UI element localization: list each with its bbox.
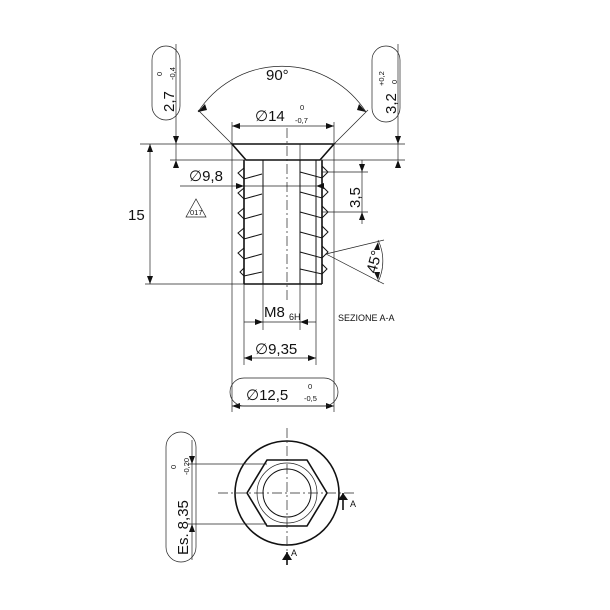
section-marker-right: A	[338, 493, 356, 510]
head-diameter-tol-upper: 0	[300, 103, 304, 112]
svg-text:Es.8,35: Es. 8,35	[175, 500, 192, 555]
outer-diameter-dimension: ∅12,5 0 -0,5	[229, 144, 339, 412]
recess-depth-tol-upper: +0,2	[377, 71, 386, 86]
hex-size-tol-upper: 0	[169, 465, 178, 469]
hex-size-value: 8,35	[175, 500, 192, 529]
head-height-tol-upper: 0	[155, 72, 164, 76]
hex-size-dimension: Es. 8,35 0 -0,20	[165, 431, 267, 563]
core-diameter-dimension: ∅9,8	[180, 168, 324, 189]
inner-diameter-value: 9,35	[268, 341, 297, 358]
core-diameter-value: 9,8	[202, 168, 223, 185]
thread-angle-label: 45°	[363, 249, 385, 275]
hex-size-prefix: Es.	[175, 533, 192, 555]
head-diameter-dimension: ∅14 0 -0,7	[231, 103, 335, 144]
length-label: 15	[128, 207, 145, 224]
pitch-dimension: 3,5	[322, 160, 368, 224]
inner-diameter-prefix: ∅	[255, 341, 268, 358]
head-height-dimension: 2,7 0 -0,4	[151, 44, 246, 168]
outer-diameter-tol-lower: -0,5	[304, 394, 317, 403]
section-marker-bottom: A	[282, 548, 297, 565]
hex-size-tol-lower: -0,20	[182, 458, 191, 475]
section-label: SEZIONE A-A	[338, 313, 395, 323]
outer-diameter-tol-upper: 0	[308, 382, 312, 391]
angle-90-label: 90°	[266, 67, 289, 84]
surface-symbol: 017	[185, 198, 207, 218]
outer-diameter-value: 12,5	[259, 387, 288, 404]
recess-depth-value: 3,2	[383, 93, 400, 114]
head-height-value: 2,7	[161, 91, 178, 112]
head-height-tol-lower: -0,4	[168, 67, 177, 80]
thread-right	[299, 165, 329, 275]
thread-class-label: 6H	[289, 312, 301, 322]
head-outline	[230, 143, 336, 161]
svg-text:∅9,8: ∅9,8	[189, 168, 223, 185]
svg-text:∅12,5: ∅12,5	[246, 387, 288, 404]
svg-text:∅9,35: ∅9,35	[255, 341, 297, 358]
head-diameter-prefix: ∅	[255, 108, 268, 125]
head-diameter-tol-lower: -0,7	[295, 116, 308, 125]
surface-symbol-label: 017	[190, 208, 203, 217]
pitch-label: 3,5	[347, 187, 364, 208]
svg-text:∅14: ∅14	[255, 108, 285, 125]
inner-diameter-dimension: ∅9,35	[243, 284, 317, 365]
top-view	[218, 428, 356, 560]
head-diameter-value: 14	[268, 108, 285, 125]
section-marker-bottom-label: A	[291, 548, 297, 558]
section-marker-right-label: A	[350, 499, 356, 509]
thread-angle-dimension: 45°	[325, 239, 386, 285]
side-view	[140, 128, 405, 300]
thread-dimension: M8 6H	[244, 284, 316, 330]
length-dimension: 15	[128, 144, 244, 285]
core-diameter-prefix: ∅	[189, 168, 202, 185]
thread-label: M8	[264, 304, 285, 321]
outer-diameter-prefix: ∅	[246, 387, 259, 404]
recess-depth-dimension: 3,2 +0,2 0	[320, 44, 405, 168]
angle-90-dimension: 90°	[197, 65, 369, 145]
recess-depth-tol-lower: 0	[390, 80, 399, 84]
thread-left	[237, 167, 263, 277]
